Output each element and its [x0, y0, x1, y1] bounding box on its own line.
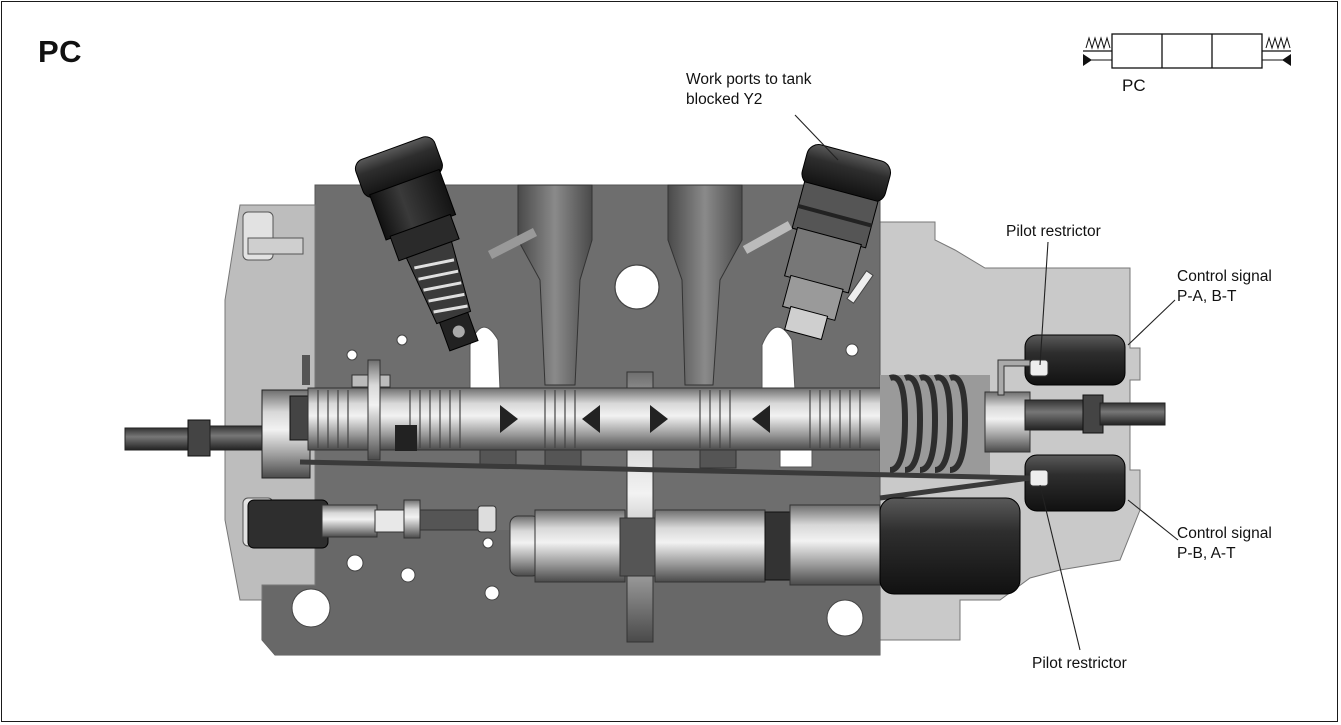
- valve-symbol: [1083, 33, 1291, 69]
- label-control-pa-line2: P-A, B-T: [1177, 288, 1237, 305]
- label-work-ports-line2: blocked Y2: [686, 91, 763, 108]
- spring-and-end-cap: [880, 334, 1166, 512]
- lower-spool: [247, 459, 1031, 595]
- label-work-ports-line1: Work ports to tank: [686, 71, 812, 88]
- label-control-pa-line1: Control signal: [1177, 268, 1272, 285]
- label-control-signal-pa: Control signal P-A, B-T: [1177, 267, 1272, 307]
- right-relief-cartridge: [487, 144, 892, 341]
- label-work-ports: Work ports to tank blocked Y2: [686, 70, 811, 110]
- page-title: PC: [38, 34, 83, 69]
- label-pilot-restrictor-bottom: Pilot restrictor: [1032, 655, 1127, 672]
- label-control-pb-line2: P-B, A-T: [1177, 545, 1236, 562]
- left-relief-cartridge: [354, 136, 479, 352]
- label-pilot-restrictor-top: Pilot restrictor: [1006, 223, 1101, 240]
- leader-lines: [794, 114, 1179, 651]
- label-control-pb-line1: Control signal: [1177, 525, 1272, 542]
- label-control-signal-pb: Control signal P-B, A-T: [1177, 524, 1272, 564]
- symbol-label: PC: [1122, 76, 1146, 95]
